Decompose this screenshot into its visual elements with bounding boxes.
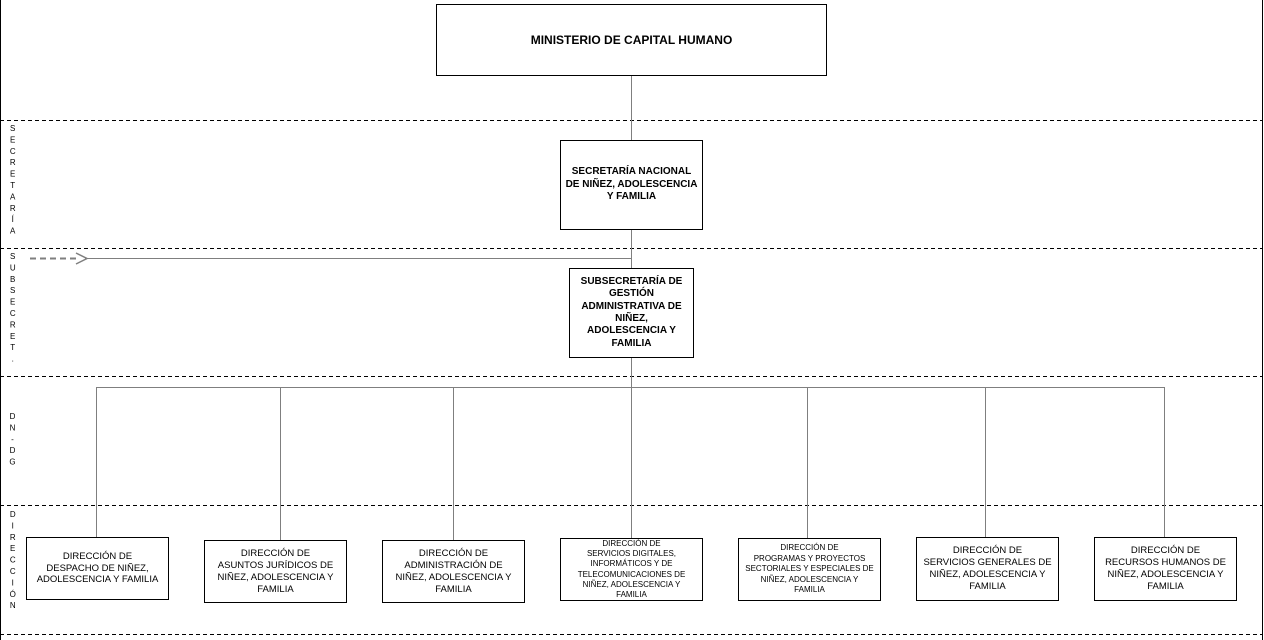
box-subsecretaria-text: SUBSECRETARÍA DE GESTIÓN ADMINISTRATIVA …: [580, 275, 683, 349]
box-direccion-generales: DIRECCIÓN DE SERVICIOS GENERALES DE NIÑE…: [916, 537, 1059, 601]
box-secretaria: SECRETARÍA NACIONAL DE NIÑEZ, ADOLESCENC…: [560, 140, 703, 230]
box-direccion-administracion: DIRECCIÓN DE ADMINISTRACIÓN DE NIÑEZ, AD…: [382, 540, 525, 603]
level-label-text: DIRECCIÓN: [8, 510, 18, 613]
level-label-dn-dg: DN-DG: [0, 412, 24, 469]
level-label-text: DN-DG: [8, 412, 17, 469]
box-direccion-programas: DIRECCIÓN DE PROGRAMAS Y PROYECTOS SECTO…: [738, 538, 881, 601]
box-direccion-text: DIRECCIÓN DE PROGRAMAS Y PROYECTOS SECTO…: [745, 543, 874, 595]
box-direccion-text: DIRECCIÓN DE SERVICIOS GENERALES DE NIÑE…: [923, 545, 1052, 592]
box-direccion-text: DIRECCIÓN DE ADMINISTRACIÓN DE NIÑEZ, AD…: [395, 547, 512, 595]
level-label-secretaria: SECRETARÍA: [0, 124, 24, 238]
box-direccion-juridicos: DIRECCIÓN DE ASUNTOS JURÍDICOS DE NIÑEZ,…: [204, 540, 347, 603]
box-secretaria-text: SECRETARÍA NACIONAL DE NIÑEZ, ADOLESCENC…: [565, 166, 698, 203]
level-label-direccion: DIRECCIÓN: [0, 510, 24, 613]
level-label-text: SECRETARÍA: [8, 124, 18, 238]
box-direccion-text: DIRECCIÓN DE DESPACHO DE NIÑEZ, ADOLESCE…: [36, 550, 159, 586]
box-direccion-rrhh: DIRECCIÓN DE RECURSOS HUMANOS DE NIÑEZ, …: [1094, 537, 1237, 601]
level-label-text: SUBSECRET.: [8, 252, 18, 366]
box-ministerio: MINISTERIO DE CAPITAL HUMANO: [436, 4, 827, 76]
box-direccion-text: DIRECCIÓN DE RECURSOS HUMANOS DE NIÑEZ, …: [1105, 545, 1226, 592]
box-direccion-text: DIRECCIÓN DE ASUNTOS JURÍDICOS DE NIÑEZ,…: [217, 547, 334, 595]
box-direccion-text: DIRECCIÓN DE SERVICIOS DIGITALES, INFORM…: [577, 538, 686, 599]
box-subsecretaria: SUBSECRETARÍA DE GESTIÓN ADMINISTRATIVA …: [569, 268, 694, 358]
box-ministerio-text: MINISTERIO DE CAPITAL HUMANO: [530, 32, 733, 47]
level-label-subsecretaria: SUBSECRET.: [0, 252, 24, 366]
box-direccion-despacho: DIRECCIÓN DE DESPACHO DE NIÑEZ, ADOLESCE…: [26, 537, 169, 600]
box-direccion-digitales: DIRECCIÓN DE SERVICIOS DIGITALES, INFORM…: [560, 538, 703, 601]
dashed-arrow-icon: [30, 252, 89, 265]
